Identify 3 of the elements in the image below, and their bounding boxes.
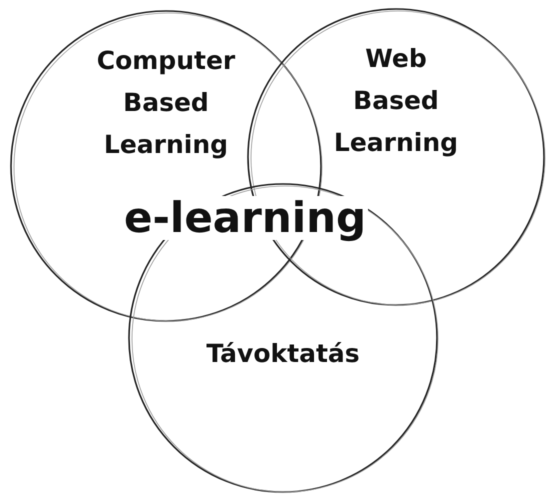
- circle-label: Web Based Learning: [332, 43, 460, 159]
- circle-label: Távoktatás: [205, 338, 361, 370]
- circle-label: Computer Based Learning: [96, 45, 236, 161]
